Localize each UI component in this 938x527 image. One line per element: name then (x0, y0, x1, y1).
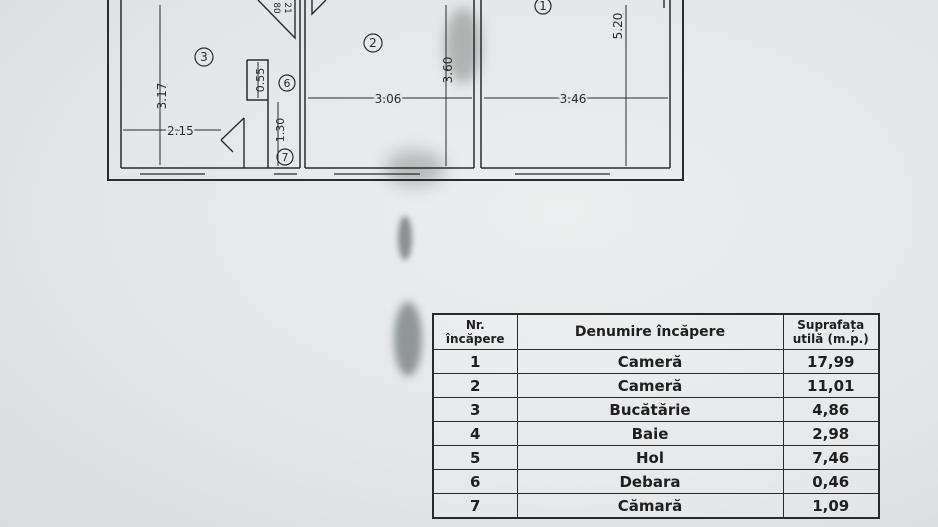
header-room-area: Suprafața utilă (m.p.) (782, 313, 880, 350)
room-number-circle (276, 148, 294, 166)
header-line: utilă (m.p.) (792, 332, 869, 346)
room-number: 6 (284, 77, 291, 90)
room-number: 3 (200, 50, 208, 64)
room-name-cell: Hol (516, 445, 784, 470)
table-row: 3 Bucătărie 4,86 (432, 397, 880, 422)
dimension-label: 3.06 (375, 92, 402, 106)
inner-wall (305, 0, 671, 169)
room-area-cell: 7,46 (782, 445, 880, 470)
room-nr-cell: 1 (432, 349, 518, 374)
room-area-cell: 17,99 (782, 349, 880, 374)
table-header-row: Nr. încăpere Denumire încăpere Suprafața… (432, 313, 880, 350)
room-name-cell: Cameră (516, 349, 784, 374)
header-room-number: Nr. încăpere (432, 313, 518, 350)
door-swing (220, 117, 245, 168)
room-area-cell: 1,09 (782, 493, 880, 519)
room-nr-cell: 5 (432, 445, 518, 470)
dimension-label: 3.17 (155, 83, 169, 110)
room-number: 2 (369, 36, 377, 50)
room-area-cell: 2,98 (782, 421, 880, 446)
room-name-cell: Baie (516, 421, 784, 446)
room-name-cell: Bucătărie (516, 397, 784, 422)
window (334, 173, 420, 181)
room-name-cell: Debara (516, 469, 784, 494)
door-label: 80 (271, 2, 281, 14)
window (140, 173, 205, 181)
room-name-cell: Cămară (516, 493, 784, 519)
table-row: 5 Hol 7,46 (432, 445, 880, 470)
dimension-label: 3.60 (441, 57, 455, 84)
ink-stain (398, 216, 412, 260)
room-number: 7 (282, 151, 289, 164)
room-area-cell: 4,86 (782, 397, 880, 422)
room-area-cell: 11,01 (782, 373, 880, 398)
partition-wall (473, 0, 482, 168)
dimension-label: 1.30 (274, 118, 287, 143)
room-number-circle (534, 0, 552, 15)
table-row: 2 Cameră 11,01 (432, 373, 880, 398)
dimension-label: 5.20 (611, 13, 625, 40)
room-number-circle (194, 47, 214, 67)
room-area-cell: 0,46 (782, 469, 880, 494)
door-label: 21 (282, 2, 292, 13)
room-name-cell: Cameră (516, 373, 784, 398)
table-row: 4 Baie 2,98 (432, 421, 880, 446)
room-nr-cell: 2 (432, 373, 518, 398)
room-number-circle (278, 74, 296, 92)
room-nr-cell: 3 (432, 397, 518, 422)
partition-wall (299, 0, 306, 168)
header-line: Nr. (465, 318, 485, 332)
window (515, 173, 610, 181)
closet-wall (246, 60, 268, 101)
table-row: 1 Cameră 17,99 (432, 349, 880, 374)
closet-wall (247, 59, 269, 168)
door-swing (257, 0, 296, 40)
room-nr-cell: 4 (432, 421, 518, 446)
header-room-name: Denumire încăpere (516, 313, 784, 350)
outer-wall (107, 0, 684, 181)
room-nr-cell: 6 (432, 469, 518, 494)
room-number: 1 (539, 0, 547, 13)
dimension-label: 0.55 (254, 68, 267, 93)
table-row: 7 Cămară 1,09 (432, 493, 880, 519)
table-row: 6 Debara 0,46 (432, 469, 880, 494)
room-nr-cell: 7 (432, 493, 518, 519)
header-line: Suprafața (797, 318, 865, 332)
dimension-label: 2.15 (167, 124, 194, 138)
ink-stain (445, 8, 481, 83)
ink-stain (394, 302, 422, 376)
room-number-circle (363, 33, 383, 53)
dimension-label: 3.46 (560, 92, 587, 106)
header-line: încăpere (445, 332, 505, 346)
window (274, 173, 297, 181)
room-area-table: Nr. încăpere Denumire încăpere Suprafața… (432, 313, 880, 519)
door-swing (311, 0, 327, 16)
